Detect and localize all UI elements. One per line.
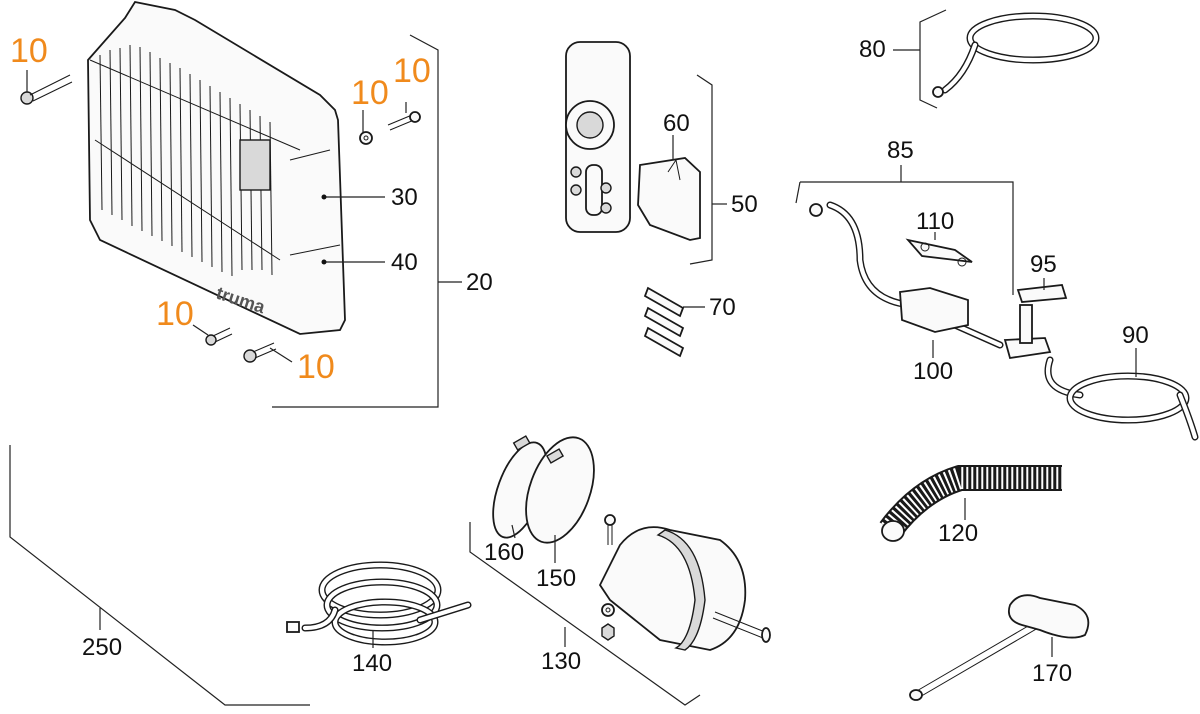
batteries <box>643 286 685 358</box>
screw-10c <box>387 111 421 131</box>
screw-10a <box>20 74 73 105</box>
label-60: 60 <box>663 110 690 137</box>
leader-lines <box>9 9 1137 706</box>
label-10-screw-bottom-right: 10 <box>297 348 335 386</box>
screw-10d <box>205 327 233 346</box>
label-170: 170 <box>1032 660 1073 687</box>
ground-cable <box>932 12 1100 98</box>
label-100: 100 <box>913 358 954 385</box>
cable-harness <box>809 201 1199 441</box>
remote-control <box>565 41 631 233</box>
label-160: 160 <box>484 539 525 566</box>
label-10-screw-bottom: 10 <box>156 295 194 333</box>
control-unit: truma <box>87 0 346 335</box>
label-20: 20 <box>466 269 493 296</box>
label-10-screw: 10 <box>10 32 48 70</box>
washer-10b <box>359 131 373 145</box>
label-250: 250 <box>82 634 123 661</box>
label-50: 50 <box>731 191 758 218</box>
screw-10e <box>243 342 277 363</box>
t-handle-wrench <box>909 594 1090 701</box>
label-140: 140 <box>352 650 393 677</box>
label-150: 150 <box>536 565 577 592</box>
label-10-washer: 10 <box>351 74 389 112</box>
label-80: 80 <box>859 36 886 63</box>
label-30: 30 <box>391 184 418 211</box>
label-40: 40 <box>391 249 418 276</box>
label-85: 85 <box>887 137 914 164</box>
label-95: 95 <box>1030 251 1057 278</box>
connection-cable <box>286 561 472 646</box>
hose-clamps <box>492 435 595 544</box>
label-130: 130 <box>541 648 582 675</box>
label-120: 120 <box>938 520 979 547</box>
label-90: 90 <box>1122 322 1149 349</box>
label-110: 110 <box>916 208 955 235</box>
remote-holder <box>637 157 701 241</box>
label-70: 70 <box>709 294 736 321</box>
corrugated-hose <box>879 465 1062 542</box>
label-10-screw-right: 10 <box>393 52 431 90</box>
motor-assembly <box>598 514 771 651</box>
